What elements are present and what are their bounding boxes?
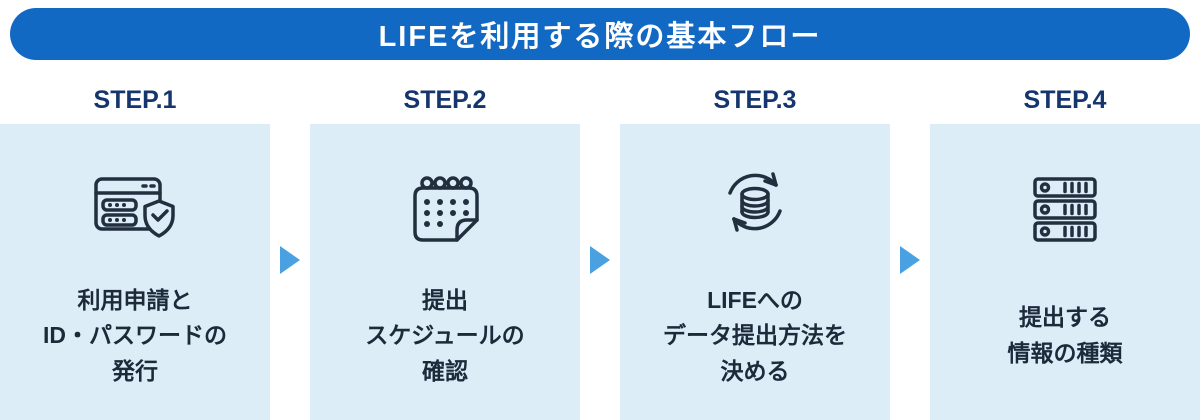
page-title: LIFEを利用する際の基本フロー <box>378 21 822 53</box>
step-label: STEP.2 <box>403 86 487 114</box>
step-description: 提出する 情報の種類 <box>1008 280 1123 392</box>
step-description-line: 決める <box>720 357 790 384</box>
step-label: STEP.1 <box>93 86 177 114</box>
next-step-arrow-icon <box>280 246 300 274</box>
step-description: 利用申請と ID・パスワードの 発行 <box>43 280 227 392</box>
step-description: LIFEへの データ提出方法を 決める <box>663 280 847 392</box>
step-column-2: STEP.2 <box>310 86 580 420</box>
step-column-4: STEP.4 提出 <box>930 86 1200 420</box>
step-description-line: ID・パスワードの <box>43 322 227 349</box>
step-card: 利用申請と ID・パスワードの 発行 <box>0 124 270 420</box>
step-description-line: 情報の種類 <box>1007 340 1123 366</box>
next-step-arrow-icon <box>900 246 920 274</box>
browser-password-shield-icon <box>87 162 183 258</box>
flow-steps: STEP.1 <box>0 86 1200 420</box>
arrow-separator <box>890 86 930 420</box>
step-description: 提出 スケジュールの 確認 <box>365 280 524 392</box>
next-step-arrow-icon <box>590 246 610 274</box>
step-card: 提出する 情報の種類 <box>930 124 1200 420</box>
step-column-3: STEP.3 <box>620 86 890 420</box>
arrow-separator <box>270 86 310 420</box>
step-description-line: スケジュールの <box>365 322 525 349</box>
flow-title-banner: LIFEを利用する際の基本フロー <box>10 8 1190 60</box>
calendar-icon <box>397 162 493 258</box>
step-description-line: 提出 <box>421 286 468 313</box>
step-description-line: 発行 <box>112 357 158 384</box>
server-stack-icon <box>1017 162 1113 258</box>
step-card: 提出 スケジュールの 確認 <box>310 124 580 420</box>
step-description-line: 利用申請と <box>77 286 193 313</box>
step-description-line: LIFEへの <box>707 286 803 313</box>
arrow-separator <box>580 86 620 420</box>
step-label: STEP.3 <box>713 86 797 114</box>
step-label: STEP.4 <box>1023 86 1107 114</box>
step-column-1: STEP.1 <box>0 86 270 420</box>
step-description-line: 確認 <box>421 357 468 384</box>
step-description-line: データ提出方法を <box>663 322 847 349</box>
step-card: LIFEへの データ提出方法を 決める <box>620 124 890 420</box>
step-description-line: 提出する <box>1019 304 1111 331</box>
database-sync-icon <box>707 162 803 258</box>
